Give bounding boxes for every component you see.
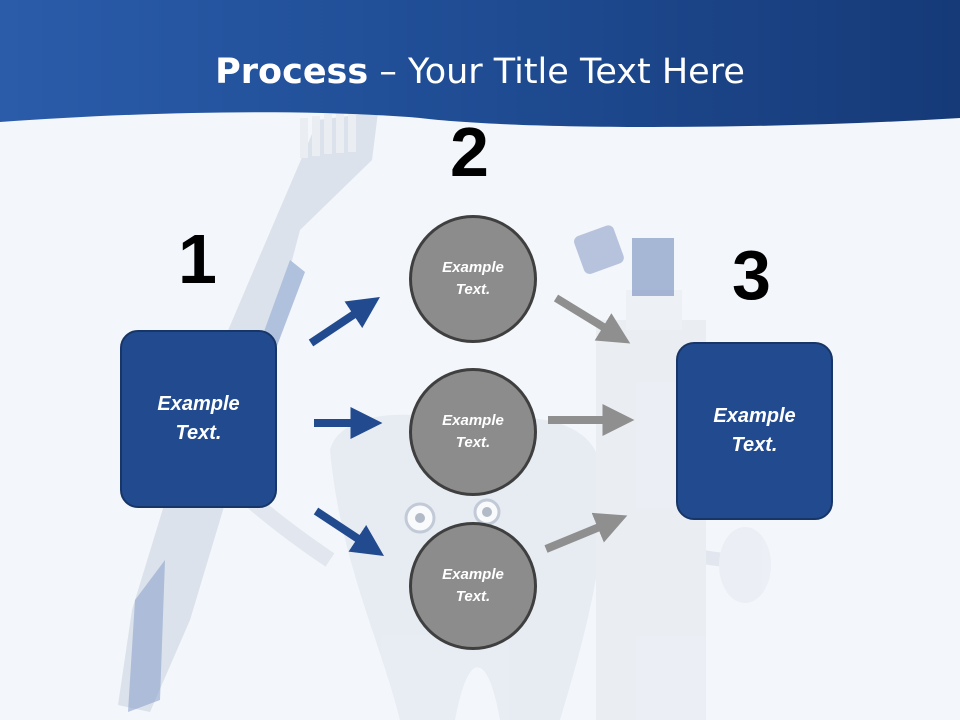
- left-step-box-text: Example Text.: [157, 393, 240, 444]
- circle-step-3-text: Example Text.: [442, 565, 504, 606]
- title-bold: Process: [215, 52, 369, 92]
- page-title: Process – Your Title Text Here: [0, 52, 960, 92]
- step-number-2: 2: [450, 113, 489, 191]
- header-band: [0, 0, 960, 127]
- arrow-to-circle-1: [308, 297, 380, 347]
- circle-step-3: Example Text.: [409, 522, 537, 650]
- step-number-3: 3: [732, 236, 771, 314]
- arrow-from-circle-1: [553, 294, 631, 344]
- arrow-to-circle-3: [313, 507, 385, 556]
- right-step-box: Example Text.: [676, 342, 833, 520]
- left-step-box: Example Text.: [120, 330, 277, 508]
- circle-step-2: Example Text.: [409, 368, 537, 496]
- arrow-from-circle-3: [544, 512, 628, 553]
- circle-step-1-text: Example Text.: [442, 258, 504, 299]
- step-number-1: 1: [178, 220, 217, 298]
- circle-step-1: Example Text.: [409, 215, 537, 343]
- right-step-box-text: Example Text.: [713, 405, 796, 456]
- circle-step-2-text: Example Text.: [442, 411, 504, 452]
- title-rest: – Your Title Text Here: [368, 52, 745, 92]
